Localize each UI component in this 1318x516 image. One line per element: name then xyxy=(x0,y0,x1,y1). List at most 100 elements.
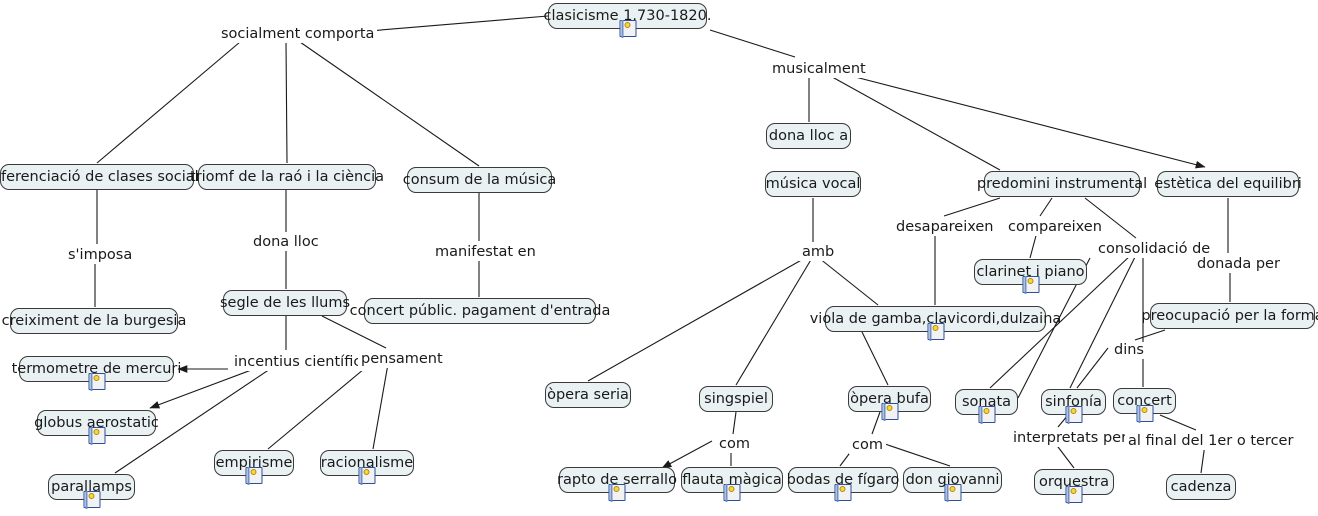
link-label-al-final[interactable]: al final del 1er o tercer xyxy=(1125,433,1297,450)
node-sonata[interactable]: sonata xyxy=(955,389,1018,424)
edge-interpretats-per-to-orquestra xyxy=(1054,442,1075,469)
node-label: singspiel xyxy=(704,390,768,407)
link-label-dona-lloc[interactable]: dona lloc xyxy=(250,234,322,251)
image-icon[interactable] xyxy=(358,467,376,485)
node-predomini[interactable]: predomini instrumental xyxy=(977,171,1147,197)
node-singspiel[interactable]: singspiel xyxy=(699,386,773,412)
link-label-simposa[interactable]: s'imposa xyxy=(65,247,136,264)
edge-socialment-comporta-to-triomf xyxy=(285,41,288,164)
node-label: parallamps xyxy=(51,478,132,495)
edge-preocupacio-to-dins xyxy=(1134,329,1166,341)
node-creiximent[interactable]: creiximent de la burgesia xyxy=(2,308,186,334)
node-segle[interactable]: segle de les llums xyxy=(220,290,351,316)
edge-concert-to-al-final xyxy=(1159,414,1197,431)
node-label: predomini instrumental xyxy=(976,175,1148,192)
node-label: òpera seria xyxy=(547,386,629,403)
node-cadenza[interactable]: cadenza xyxy=(1166,474,1236,500)
edge-socialment-comporta-to-diferenciacio xyxy=(96,41,241,164)
node-globus[interactable]: globus aerostatic xyxy=(34,410,159,445)
node-opera-seria[interactable]: òpera seria xyxy=(545,382,631,408)
link-label-interpretats-per[interactable]: interpretats per xyxy=(1010,430,1131,447)
image-icon[interactable] xyxy=(1065,406,1082,424)
image-icon[interactable] xyxy=(881,403,898,421)
link-label-donada-per[interactable]: donada per xyxy=(1194,256,1283,273)
node-termometre[interactable]: termometre de mercuri xyxy=(12,356,181,391)
link-label-desapareixen[interactable]: desapareixen xyxy=(893,219,997,236)
node-label: concert públic. pagament d'entrada xyxy=(349,302,611,319)
edge-amb-to-viola xyxy=(818,257,879,306)
edge-socialment-comporta-to-consum xyxy=(299,41,480,167)
node-label: estètica del equilibri xyxy=(1154,175,1302,192)
node-concert[interactable]: concert xyxy=(1113,388,1176,423)
node-clasicisme[interactable]: clasicisme 1.730-1820. xyxy=(544,3,711,38)
node-diferenciacio[interactable]: diferenciació de clases socials xyxy=(0,164,206,190)
image-icon[interactable] xyxy=(1136,405,1153,423)
edge-predomini-to-desapareixen xyxy=(943,197,1001,217)
image-icon[interactable] xyxy=(1065,486,1083,504)
edge-singspiel-to-com-1 xyxy=(732,411,737,435)
image-icon[interactable] xyxy=(834,484,852,502)
node-sinfonia[interactable]: sinfonía xyxy=(1041,389,1106,424)
node-concert-public[interactable]: concert públic. pagament d'entrada xyxy=(350,298,610,324)
edge-dins-to-sinfonia xyxy=(1076,347,1109,389)
link-label-compareixen[interactable]: compareixen xyxy=(1005,219,1105,236)
node-label: rapto de serrallo xyxy=(557,471,677,488)
edge-compareixen-to-clarinet xyxy=(1029,231,1038,259)
node-triomf[interactable]: triomf de la raó i la ciència xyxy=(190,164,384,190)
edge-amb-to-singspiel xyxy=(735,257,813,386)
link-label-incentius[interactable]: incentius científics xyxy=(231,354,372,371)
node-estetica[interactable]: estètica del equilibri xyxy=(1154,171,1302,197)
node-clarinet[interactable]: clarinet i piano xyxy=(974,259,1087,294)
node-label: segle de les llums xyxy=(220,294,351,311)
node-racionalisme[interactable]: racionalisme xyxy=(320,450,414,485)
image-icon[interactable] xyxy=(978,406,995,424)
node-label: sonata xyxy=(961,393,1012,410)
image-icon[interactable] xyxy=(88,427,105,445)
node-label: flauta màgica xyxy=(682,471,782,488)
link-label-com-2[interactable]: com xyxy=(849,437,886,454)
image-icon[interactable] xyxy=(245,467,263,485)
link-label-com-1[interactable]: com xyxy=(716,436,753,453)
node-label: triomf de la raó i la ciència xyxy=(189,168,385,185)
link-label-pensament[interactable]: pensament xyxy=(358,351,446,368)
node-preocupacio[interactable]: preocupació per la forma xyxy=(1141,303,1318,329)
link-label-dins[interactable]: dins xyxy=(1111,342,1147,359)
node-label: don giovanni xyxy=(905,471,1000,488)
image-icon[interactable] xyxy=(83,491,100,509)
edge-predomini-to-compareixen xyxy=(1039,197,1053,217)
image-icon[interactable] xyxy=(619,20,636,38)
image-icon[interactable] xyxy=(927,323,944,341)
node-bodas[interactable]: bodas de fígaro xyxy=(787,467,899,502)
image-icon[interactable] xyxy=(723,484,741,502)
node-musica-vocal[interactable]: música vocal xyxy=(765,171,861,197)
link-label-manifestat-en[interactable]: manifestat en xyxy=(432,244,539,261)
node-label: diferenciació de clases socials xyxy=(0,168,207,185)
image-icon[interactable] xyxy=(1022,276,1039,294)
node-don-giovanni[interactable]: don giovanni xyxy=(903,467,1002,502)
link-label-amb[interactable]: amb xyxy=(799,244,838,261)
node-viola[interactable]: viola de gamba,clavicordi,dulzaina xyxy=(810,306,1061,341)
node-label: orquestra xyxy=(1039,473,1109,490)
node-label: dona lloc a xyxy=(768,127,849,144)
edge-pensament-to-racionalisme xyxy=(372,363,389,450)
node-rapto[interactable]: rapto de serrallo xyxy=(557,467,677,502)
node-parallamps[interactable]: parallamps xyxy=(48,474,135,509)
node-consum[interactable]: consum de la música xyxy=(403,167,556,193)
node-label: concert xyxy=(1117,392,1172,409)
node-empirisme[interactable]: empirisme xyxy=(214,450,294,485)
node-label: cadenza xyxy=(1170,478,1232,495)
link-label-musicalment[interactable]: musicalment xyxy=(769,61,869,78)
edge-amb-to-opera-seria xyxy=(587,257,806,382)
link-label-consolidacio[interactable]: consolidació de xyxy=(1095,241,1214,258)
node-label: creiximent de la burgesia xyxy=(1,312,187,329)
node-opera-bufa[interactable]: òpera bufa xyxy=(848,386,931,421)
image-icon[interactable] xyxy=(944,484,961,502)
image-icon[interactable] xyxy=(88,373,105,391)
node-dona-lloc-a[interactable]: dona lloc a xyxy=(766,123,851,149)
node-orquestra[interactable]: orquestra xyxy=(1034,469,1114,504)
edge-com-2-to-don-giovanni xyxy=(881,442,951,467)
image-icon[interactable] xyxy=(608,484,626,502)
node-flauta[interactable]: flauta màgica xyxy=(681,467,783,502)
link-label-socialment-comporta[interactable]: socialment comporta xyxy=(218,26,378,43)
